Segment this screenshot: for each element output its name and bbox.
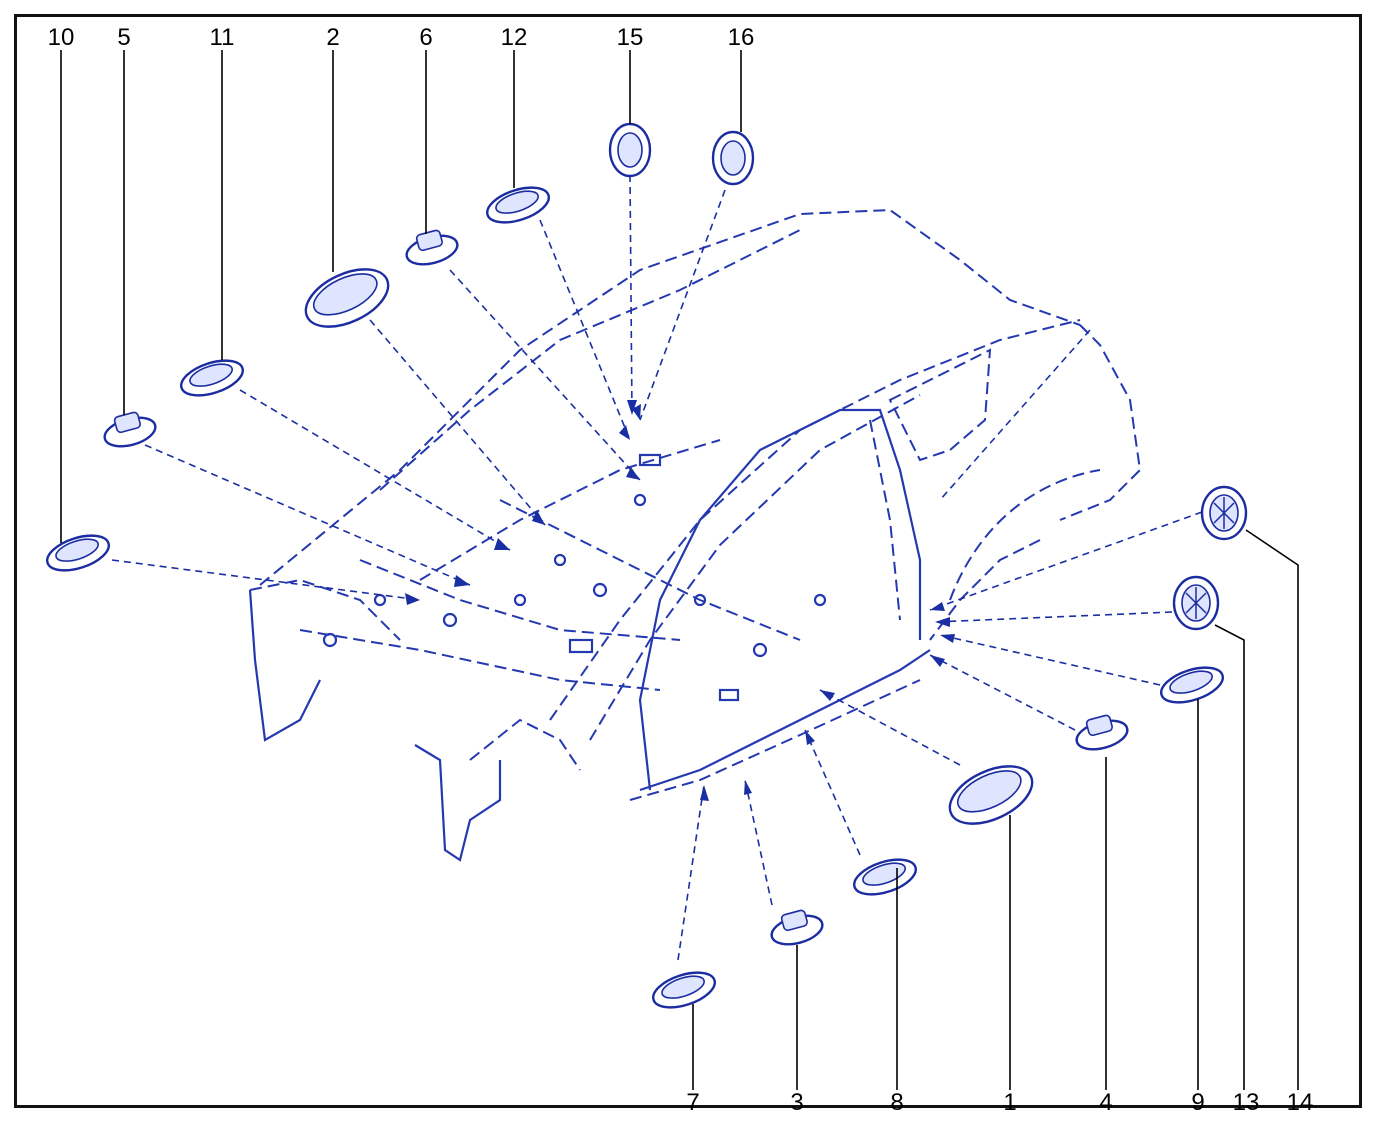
part-4-small-plug <box>1075 714 1129 751</box>
part-16-round-cap <box>711 130 755 186</box>
label-7: 7 <box>686 1089 700 1116</box>
label-11: 11 <box>209 24 235 51</box>
part-10-oval-plug <box>46 534 110 572</box>
diagram-frame <box>14 14 1362 1108</box>
part-3-small-plug <box>770 909 824 946</box>
label-10: 10 <box>47 24 75 51</box>
label-16: 16 <box>727 24 755 51</box>
part-15-round-cap <box>608 122 652 178</box>
part-2-large-oval-plug <box>304 268 390 328</box>
part-9-oval-plug <box>1160 666 1224 704</box>
label-13: 13 <box>1232 1089 1260 1116</box>
label-2: 2 <box>326 24 340 51</box>
part-11-oval-plug <box>180 359 244 397</box>
part-5-small-plug <box>103 411 157 448</box>
part-7-oval-plug <box>652 971 716 1009</box>
number-leaders <box>60 50 1299 1090</box>
part-6-small-plug <box>405 229 459 266</box>
part-12-oval-plug <box>486 186 550 224</box>
arrow-lines <box>111 174 1203 961</box>
label-15: 15 <box>616 24 644 51</box>
label-12: 12 <box>500 24 528 51</box>
part-14-round-grommet <box>1200 485 1248 541</box>
part-13-round-grommet <box>1172 575 1220 631</box>
part-1-large-oval-plug <box>948 765 1034 825</box>
label-3: 3 <box>790 1089 804 1116</box>
label-8: 8 <box>890 1089 904 1116</box>
part-8-oval-plug <box>853 858 917 896</box>
label-9: 9 <box>1191 1089 1205 1116</box>
label-14: 14 <box>1286 1089 1314 1116</box>
car-body <box>248 208 1142 862</box>
label-4: 4 <box>1099 1089 1113 1116</box>
label-5: 5 <box>117 24 131 51</box>
label-6: 6 <box>419 24 433 51</box>
label-1: 1 <box>1003 1089 1017 1116</box>
